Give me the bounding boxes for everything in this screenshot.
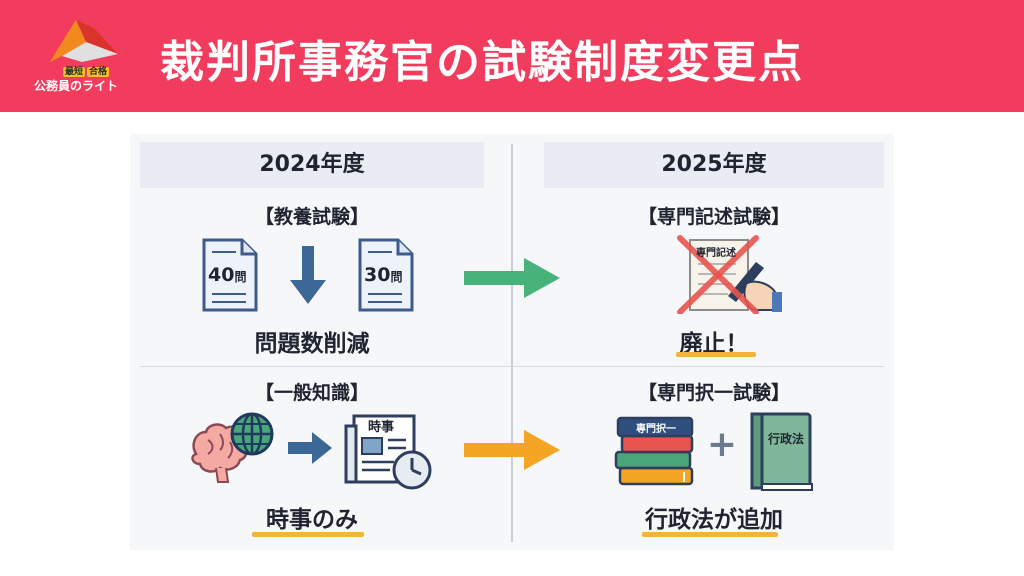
book-stack-icon: [614, 416, 694, 486]
arrow-right-icon: [288, 432, 332, 464]
stack-label: 専門択一: [636, 424, 676, 435]
newspaper-clock-icon: [344, 414, 432, 490]
general-knowledge-result: 時事のみ: [266, 507, 358, 533]
before-unit: 問: [234, 270, 247, 284]
crossed-paper-pen-icon: [677, 235, 782, 314]
result-underline: [676, 352, 756, 357]
plus-sign: +: [706, 424, 738, 465]
year-2025-header: 2025年度: [544, 142, 884, 188]
after-unit: 問: [390, 270, 403, 284]
arrow-right-green-icon: [464, 258, 560, 298]
senmon-kijutsu-label: 【専門記述試験】: [637, 206, 790, 228]
logo-text: 公務員のライト: [34, 79, 119, 93]
horizontal-divider: [140, 366, 884, 367]
senmon-takuitsu-result: 行政法が追加: [645, 507, 783, 533]
document-30-icon: 30問: [358, 238, 414, 316]
after-count: 30: [364, 264, 391, 286]
book-label: 行政法: [768, 432, 805, 446]
newspaper-label: 時事: [368, 420, 395, 435]
logo: 最短合格 公務員のライト: [28, 14, 138, 100]
logo-top-text: 最短: [63, 67, 86, 77]
vertical-divider: [511, 144, 513, 542]
result-underline: [252, 532, 364, 537]
comparison-panel: 2024年度 2025年度 【教養試験】 40問 30問 問題数削減 【一般知識…: [130, 134, 894, 550]
arrow-right-orange-icon: [464, 430, 560, 470]
senmon-takuitsu-label: 【専門択一試験】: [637, 382, 790, 404]
header-banner: 最短合格 公務員のライト 裁判所事務官の試験制度変更点: [0, 0, 1024, 112]
admin-law-book-icon: [750, 412, 813, 491]
brain-globe-icon: [191, 412, 274, 483]
year-2024-header: 2024年度: [140, 142, 484, 188]
result-underline: [642, 532, 778, 537]
document-40-icon: 40問: [202, 238, 258, 316]
page-title: 裁判所事務官の試験制度変更点: [160, 37, 804, 88]
general-knowledge-label: 【一般知識】: [254, 382, 369, 404]
logo-badge: 合格: [87, 67, 110, 77]
roof-logo-icon: [50, 20, 118, 62]
paper-label: 専門記述: [696, 248, 736, 259]
kyoyo-exam-label: 【教養試験】: [254, 206, 369, 228]
kyoyo-result: 問題数削減: [254, 331, 370, 357]
before-count: 40: [208, 264, 235, 286]
arrow-down-icon: [290, 246, 326, 304]
